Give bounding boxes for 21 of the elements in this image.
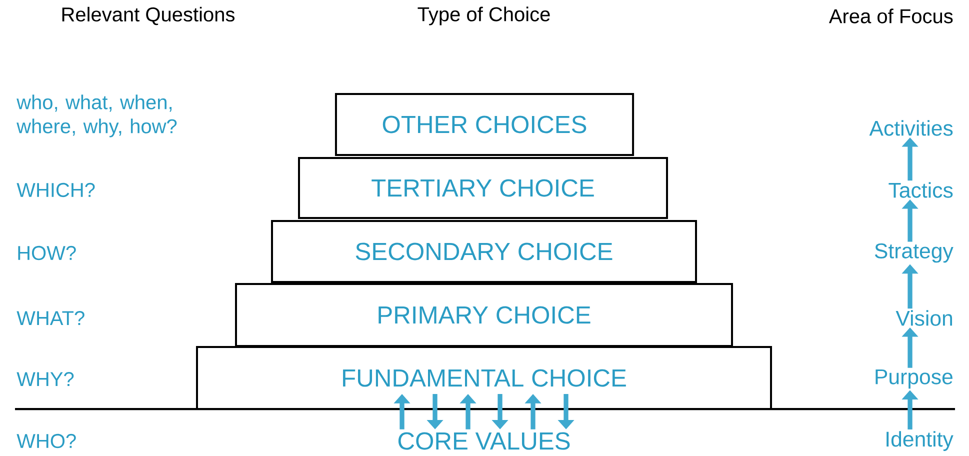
question-label: WHY?	[16, 372, 74, 386]
focus-label: Activities	[869, 120, 953, 136]
column-heading: Type of Choice	[418, 6, 550, 26]
focus-label: Tactics	[888, 182, 953, 198]
question-label: who, what, when, where, why, how?	[16, 94, 177, 138]
question-label: WHAT?	[16, 311, 84, 325]
choice-box: TERTIARY CHOICE	[298, 157, 668, 219]
question-label: WHICH?	[16, 182, 95, 198]
focus-label: Purpose	[876, 369, 952, 389]
focus-label: Strategy	[874, 243, 954, 263]
focus-label: CORE VALUES	[398, 432, 570, 450]
question-label: WHO?	[16, 434, 76, 448]
choice-box: SECONDARY CHOICE	[271, 220, 697, 284]
choice-box: FUNDAMENTAL CHOICE	[196, 346, 772, 410]
question-label: HOW?	[18, 246, 76, 260]
column-heading: Area of Focus	[828, 8, 953, 24]
column-heading: Relevant Questions	[62, 6, 234, 26]
focus-label: Vision	[896, 310, 952, 326]
focus-label: Identity	[886, 431, 954, 451]
choice-box: PRIMARY CHOICE	[235, 283, 734, 347]
choice-box: OTHER CHOICES	[334, 92, 634, 156]
